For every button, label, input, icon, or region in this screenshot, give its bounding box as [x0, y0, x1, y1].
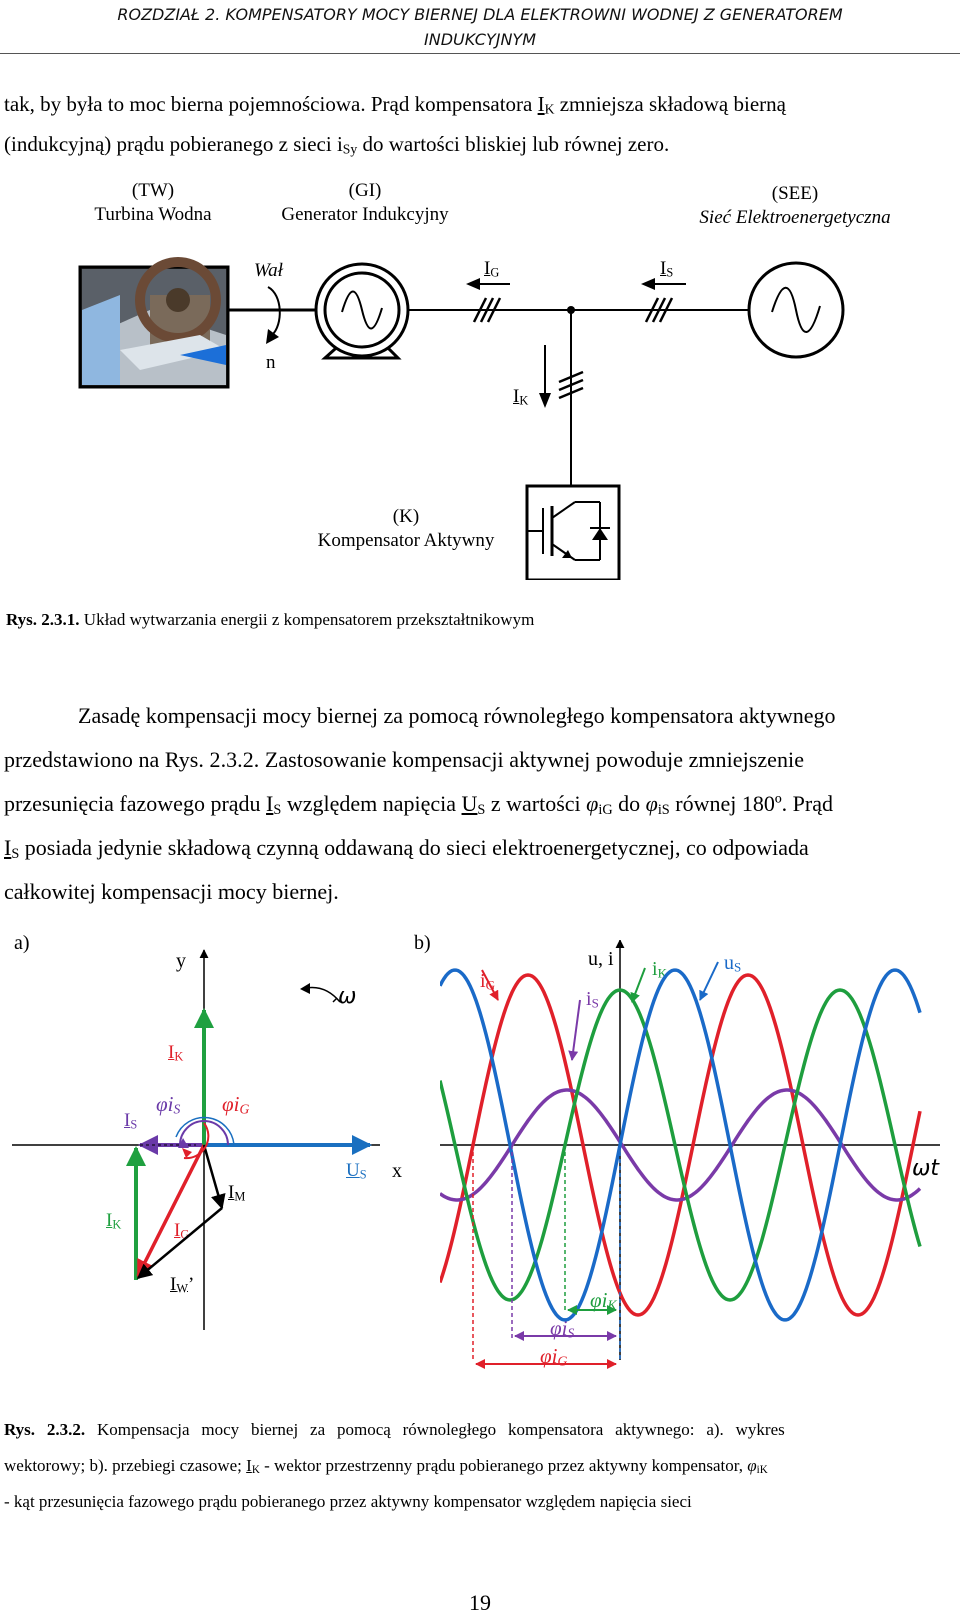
us-waveform: [440, 968, 922, 1322]
chapter-header-line1: ROZDZIAŁ 2. KOMPENSATORY MOCY BIERNEJ DL…: [117, 5, 843, 24]
ui-axis-label: u, i: [588, 948, 614, 970]
waveform-chart: [440, 940, 940, 1369]
figure-2-caption: Rys. 2.3.2. Kompensacja mocy biernej za …: [4, 1420, 785, 1511]
see-label: (SEE)Sieć Elektroenergetyczna: [699, 183, 891, 228]
chapter-header: ROZDZIAŁ 2. KOMPENSATORY MOCY BIERNEJ DL…: [0, 0, 960, 52]
ig-label-fig1: IG: [484, 258, 500, 280]
figure-1-caption: Rys. 2.3.1. Układ wytwarzania energii z …: [6, 610, 535, 629]
omega-label: ω: [338, 984, 357, 1009]
wt-axis-label: ωt: [912, 1156, 940, 1181]
ik-low-label: IK: [106, 1210, 122, 1232]
page-number: 19: [469, 1590, 491, 1615]
ik-waveform: [440, 988, 922, 1302]
tw-label: (TW)Turbina Wodna: [94, 180, 212, 225]
phi-is-label-a: φiS: [156, 1092, 181, 1117]
im-vector-label: IM: [228, 1182, 246, 1204]
us-vector-label: US: [346, 1160, 367, 1182]
is-wave-label: iS: [586, 988, 599, 1011]
panel-a-label: a): [14, 932, 30, 954]
y-axis-label: y: [176, 950, 186, 972]
turbine-image: [78, 257, 230, 389]
x-axis-label: x: [392, 1160, 402, 1182]
panel-b-label: b): [414, 932, 431, 954]
ik-wave-label: iK: [652, 958, 667, 981]
figure-1-diagram: [78, 257, 845, 580]
paragraph-1: tak, by była to moc bierna pojemnościowa…: [4, 92, 786, 157]
is-label-fig1: IS: [660, 258, 674, 280]
ik-label-fig1: IK: [513, 386, 529, 408]
phi-ig-label-a: φiG: [222, 1092, 250, 1117]
ig-waveform: [440, 973, 922, 1317]
paragraph-2: Zasadę kompensacji mocy biernej za pomoc…: [4, 703, 836, 904]
ik-symbol: IK: [537, 92, 555, 117]
shaft-label: Wał: [254, 260, 283, 281]
gi-label: (GI)Generator Indukcyjny: [281, 180, 449, 225]
ik-top-label: IK: [168, 1042, 184, 1064]
header-divider: [0, 53, 960, 54]
k-label: (K)Kompensator Aktywny: [317, 506, 495, 551]
induction-generator-symbol: [314, 262, 410, 360]
iw-vector-label: IW’: [170, 1274, 195, 1296]
para1-text: tak, by była to moc bierna pojemnościowa…: [4, 92, 538, 116]
us-wave-label: uS: [724, 952, 742, 975]
active-compensator-symbol: [525, 484, 621, 580]
vector-diagram: [12, 949, 380, 1330]
grid-source-symbol: [747, 261, 845, 359]
chapter-header-line2: INDUKCYJNYM: [424, 30, 536, 49]
ig-vector-label: IG: [174, 1220, 190, 1242]
is-vector-label: IS: [124, 1110, 138, 1132]
speed-label: n: [266, 352, 276, 373]
